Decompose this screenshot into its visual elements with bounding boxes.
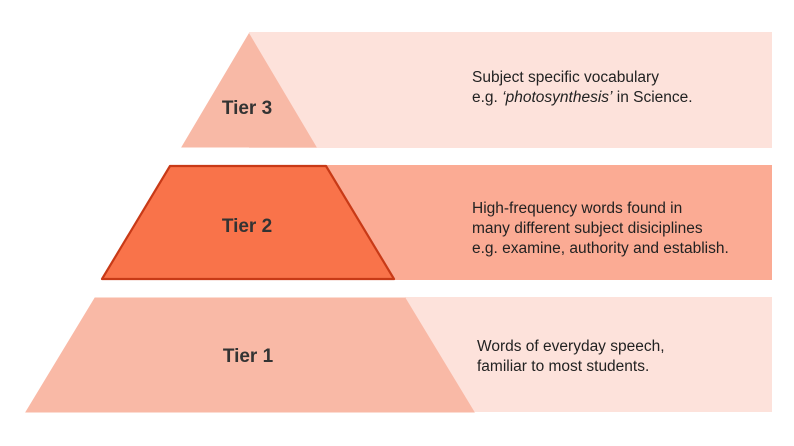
tier-3-description-line: Subject specific vocabulary — [472, 69, 659, 86]
tier-2-description-line: many different subject disiciplines — [472, 220, 703, 237]
tier-1-description-line: Words of everyday speech, — [477, 338, 665, 355]
tier-1-trapezoid — [25, 297, 475, 413]
tier-3-example-prefix: e.g. — [472, 89, 503, 106]
tier-2-label: Tier 2 — [222, 216, 272, 237]
tier-1-description: Words of everyday speech, familiar to mo… — [477, 337, 665, 377]
tier-3-label: Tier 3 — [222, 98, 272, 119]
tier-2-description: High-frequency words found in many diffe… — [472, 199, 729, 259]
tier-3-description: Subject specific vocabulary e.g. ‘photos… — [472, 68, 693, 108]
tier-2-description-line: e.g. examine, authority and establish. — [472, 240, 729, 257]
tier-2-band — [322, 165, 772, 280]
tier-1-description-line: familiar to most students. — [477, 358, 650, 375]
tier-3-example-term: ‘photosynthesis’ — [502, 89, 613, 106]
tier-1-label: Tier 1 — [223, 346, 274, 367]
tier-3-example-suffix: in Science. — [612, 89, 693, 106]
tier-1-band — [405, 297, 772, 412]
tier-3-band — [249, 32, 772, 148]
tier-2-trapezoid — [100, 164, 396, 281]
tier-3-triangle — [181, 33, 317, 148]
tier-2-description-line: High-frequency words found in — [472, 200, 683, 217]
tier-3-example-line: e.g. ‘photosynthesis’ in Science. — [472, 88, 693, 108]
